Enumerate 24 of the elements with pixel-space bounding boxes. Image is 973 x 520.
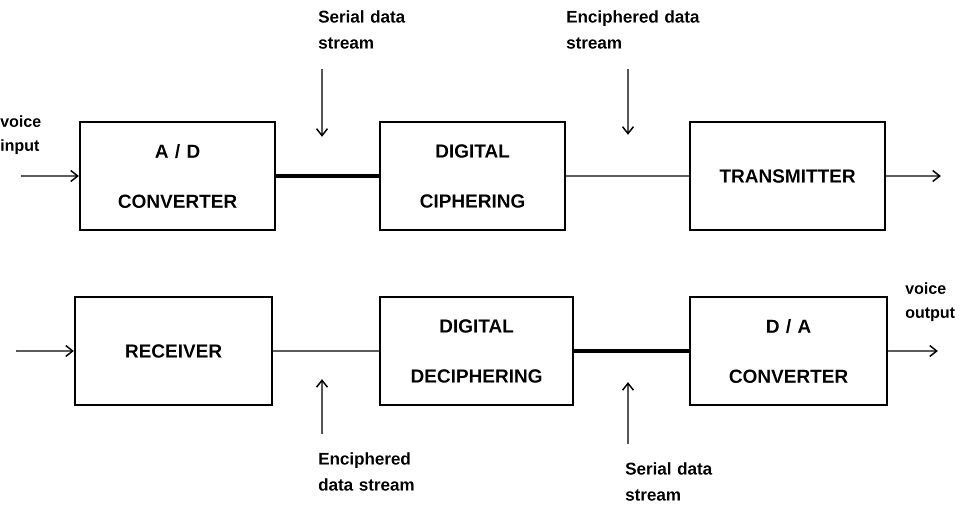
connector-line (273, 350, 379, 352)
signal-label: voice input (0, 115, 41, 154)
annotation-text: Enciphered data stream (318, 452, 414, 491)
connector-line (276, 174, 379, 178)
annotation-text: Serial data stream (318, 10, 406, 49)
arrow (21, 170, 79, 182)
process-box: TRANSMITTER (689, 121, 886, 231)
arrow (622, 382, 634, 444)
signal-label: voice output (905, 282, 955, 322)
process-box: RECEIVER (74, 296, 273, 406)
arrow (316, 379, 328, 434)
annotation-text: Enciphered data stream (566, 10, 700, 49)
arrow (622, 68, 634, 135)
process-box: DIGITAL CIPHERING (379, 121, 566, 231)
process-box: A / D CONVERTER (79, 121, 276, 231)
arrow (886, 170, 942, 182)
arrow (16, 344, 74, 358)
connector-line (574, 349, 689, 353)
annotation-text: Serial data stream (626, 462, 712, 501)
process-box: D / A CONVERTER (689, 296, 888, 406)
arrow (316, 68, 328, 137)
process-box: DIGITAL DECIPHERING (379, 296, 574, 406)
arrow (888, 344, 938, 358)
connector-line (566, 175, 689, 177)
